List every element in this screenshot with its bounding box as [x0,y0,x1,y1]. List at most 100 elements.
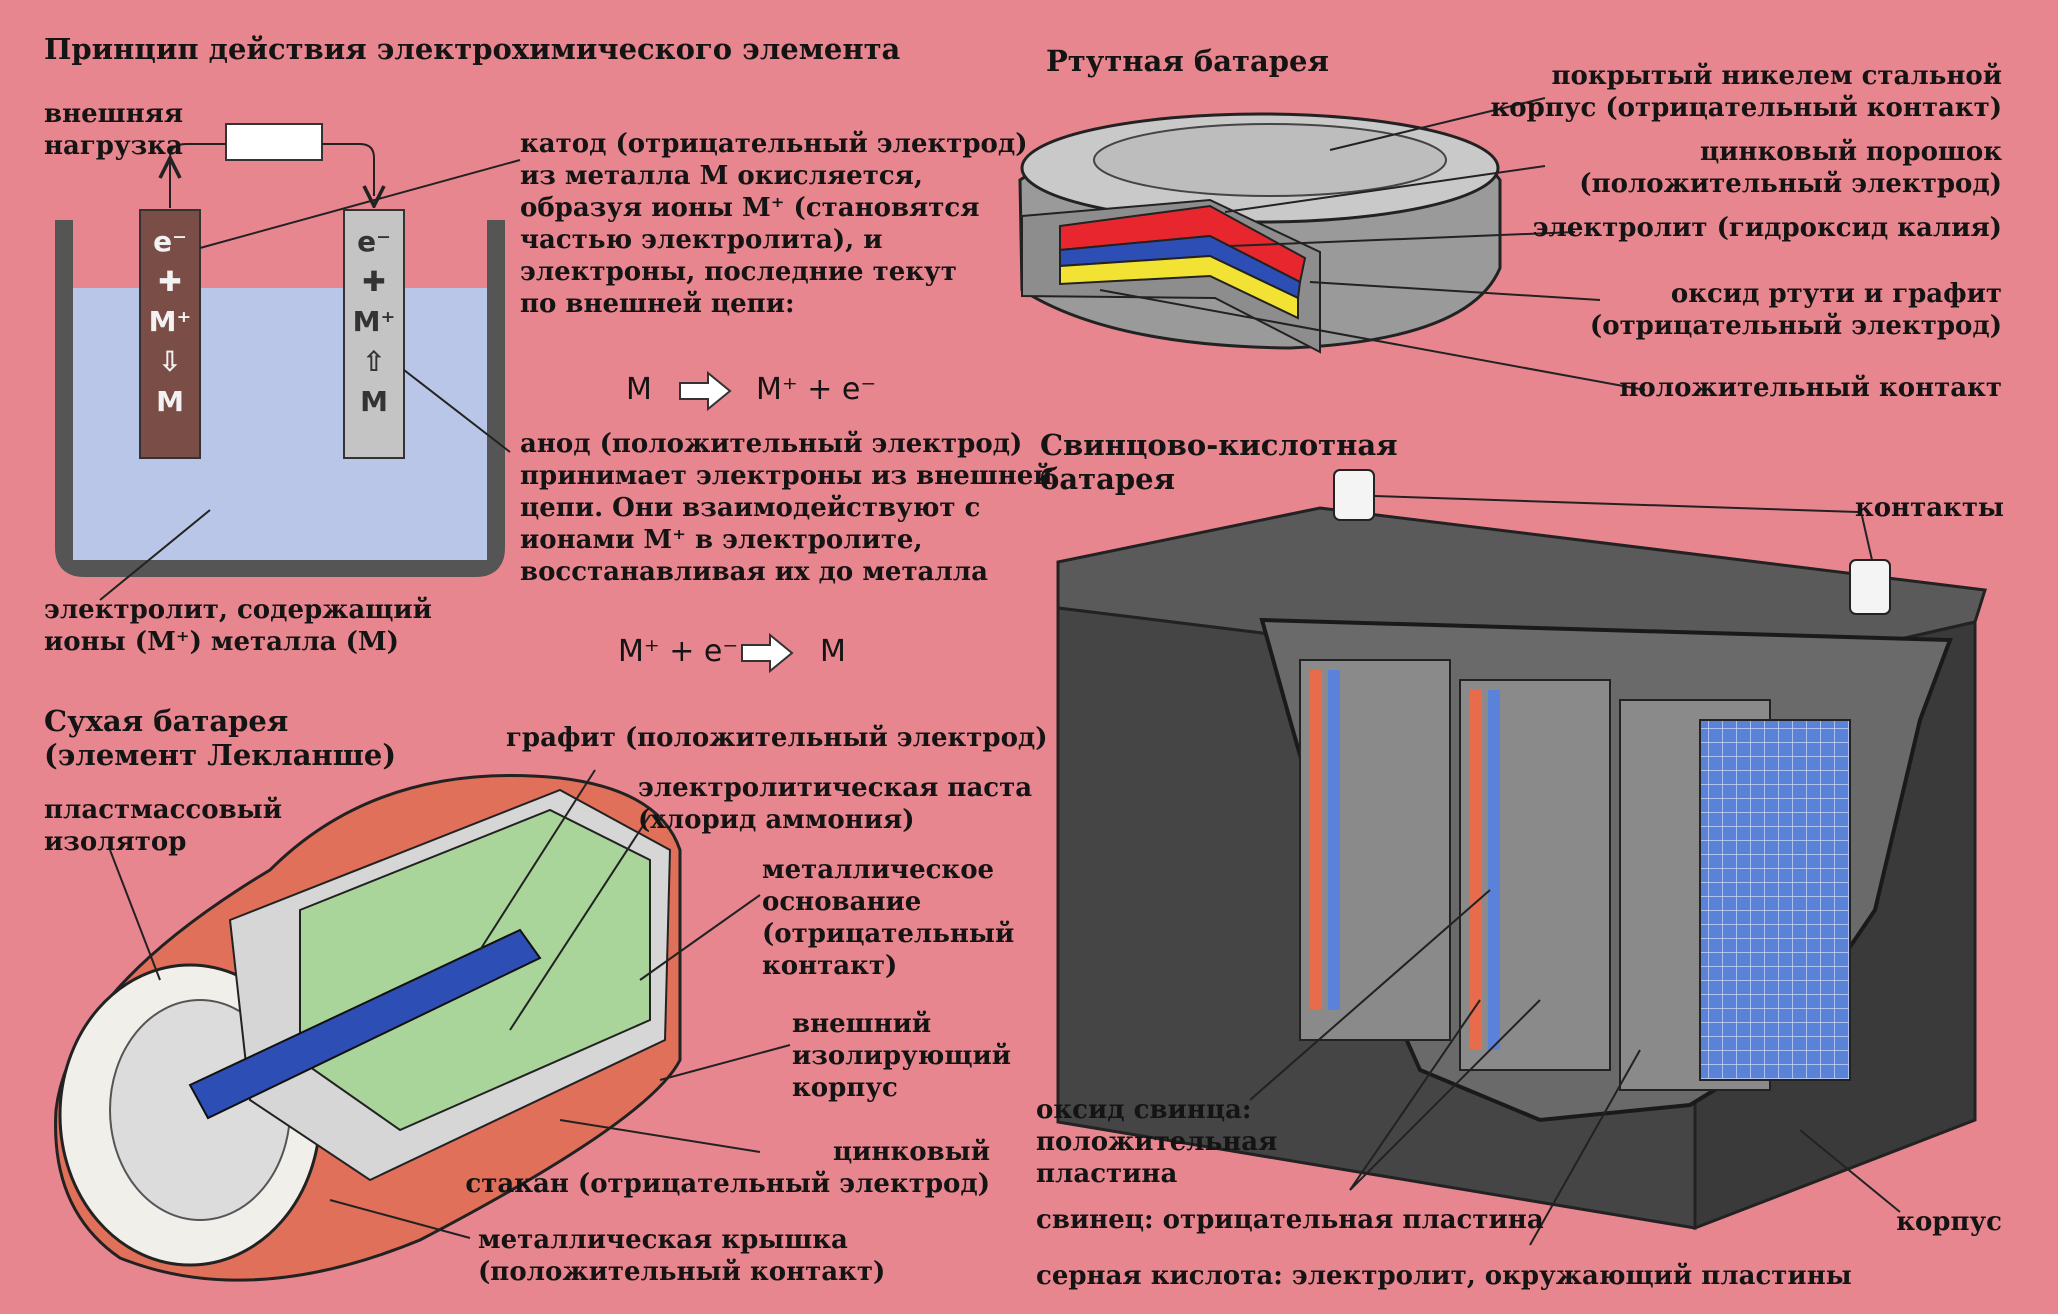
cathode-label-plus: ✚ [158,265,182,298]
dry-base-line-3: (отрицательный [762,919,1015,949]
mercury-top-inner [1093,123,1447,197]
cathode-label-ion: M⁺ [148,305,192,338]
circuit-wire-right [322,143,374,196]
load-label-line-1: внешняя [44,99,184,129]
cathode-label-arrow: ⇩ [158,345,182,378]
leader-anode [403,369,511,453]
dry-label-cap: металлическая крышка (положительный конт… [478,1224,885,1288]
external-load [225,123,323,161]
electrolyte-line-2: ионы (М⁺) металла (М) [44,627,399,657]
cathode-line-4: частью электролита), и [520,225,883,255]
electrolyte-description: электролит, содержащий ионы (М⁺) металла… [44,594,432,658]
terminal-right [1849,559,1891,615]
mercury-zinc-line-2: (положительный электрод) [1579,169,2002,199]
dry-base-line-4: контакт) [762,951,898,981]
eq2-arrow [741,632,794,674]
cathode-labels: e⁻ ✚ M⁺ ⇩ M [140,222,200,422]
dry-title-line-2: (элемент Лекланше) [44,738,397,772]
dry-outer-line-1: внешний [792,1009,932,1039]
plate-blue-1 [1328,670,1340,1010]
lead-label-oxide: оксид свинца: положительная пластина [1036,1094,1277,1190]
leader-l6 [1529,1049,1641,1246]
anode-labels: e⁻ ✚ M⁺ ⇧ M [344,222,404,422]
cathode-line-5: электроны, последние текут [520,257,957,287]
dry-title: Сухая батарея (элемент Лекланше) [44,704,396,772]
lead-label-lead-plate: свинец: отрицательная пластина [1036,1205,1544,1235]
dry-label-base: металлическое основание (отрицательный к… [762,854,1014,982]
dry-outer-line-2: изолирующий [792,1041,1012,1071]
dry-zinc-line-2: стакан (отрицательный электрод) [465,1169,990,1199]
mercury-label-oxide: оксид ртути и графит (отрицательный элек… [1590,278,2002,342]
cathode-label-metal: M [156,385,184,418]
eq1-right: M⁺ + e⁻ [756,372,877,407]
leader-m5 [1099,289,1646,391]
mercury-case-line-1: покрытый никелем стальной [1551,61,2002,91]
eq1-left: M [626,372,652,407]
electrolyte-liquid [73,288,487,560]
mercury-label-case: покрытый никелем стальной корпус (отрица… [1491,60,2002,124]
mercury-label-contact: положительный контакт [1619,373,2002,403]
lead-oxide-line-3: пластина [1036,1159,1178,1189]
lead-label-acid: серная кислота: электролит, окружающий п… [1036,1261,1852,1291]
dry-paste-line-1: электролитическая паста [638,773,1033,803]
plate-red-2 [1470,690,1482,1050]
dry-label-graphite: графит (положительный электрод) [506,723,1048,753]
leader-m4 [1309,281,1601,301]
anode-description: анод (положительный электрод) принимает … [520,428,1053,588]
lead-label-case: корпус [1896,1207,2002,1237]
anode-line-4: ионами М⁺ в электролите, [520,525,923,555]
dry-battery-drawing [54,769,791,1282]
plate-block-2 [1459,679,1611,1071]
cathode-label-electron: e⁻ [153,225,187,258]
leader-cathode [199,159,521,249]
dry-base-line-1: металлическое [762,855,995,885]
leader-l2 [1861,515,1873,561]
dry-label-paste: электролитическая паста (хлорид аммония) [638,772,1032,836]
anode-label-metal: M [360,385,388,418]
electrolyte-line-1: электролит, содержащий [44,595,432,625]
leader-m2 [1224,165,1546,213]
dry-title-line-1: Сухая батарея [44,704,289,738]
dry-insulator-line-2: изолятор [44,827,187,857]
mercury-oxide-line-1: оксид ртути и графит [1670,279,2002,309]
dry-cap-line-2: (положительный контакт) [478,1257,886,1287]
leader-d5 [559,1119,761,1153]
leader-l3 [1249,889,1491,1101]
lead-title-line-1: Свинцово-кислотная [1040,428,1398,462]
plate-red-1 [1310,670,1322,1010]
terminal-left [1333,469,1375,521]
eq2-left: M⁺ + e⁻ [618,634,739,669]
cathode-line-2: из металла М окисляется, [520,161,923,191]
leader-electrolyte [99,509,211,601]
mercury-oxide-line-2: (отрицательный электрод) [1589,311,2002,341]
lead-acid-battery-drawing [1056,469,1987,1246]
anode-label-ion: M⁺ [352,305,396,338]
anode-line-2: принимает электроны из внешней [520,461,1053,491]
load-label-line-2: нагрузка [44,131,183,161]
dry-label-zinc: цинковый стакан (отрицательный электрод) [465,1136,990,1200]
mercury-label-zinc: цинковый порошок (положительный электрод… [1579,136,2002,200]
leader-d1 [479,769,596,951]
dry-graphite-rod [188,928,542,1120]
load-label: внешняя нагрузка [44,98,183,162]
principle-title: Принцип действия электрохимического элем… [44,32,901,66]
lead-oxide-line-1: оксид свинца: [1036,1095,1252,1125]
leader-l1 [1373,495,1859,513]
leader-l5 [1349,999,1541,1191]
eq1-arrow [679,370,732,412]
cathode-electrode [139,209,201,459]
anode-label-plus: ✚ [362,265,386,298]
mercury-battery-drawing [1018,97,1646,391]
cathode-line-3: образуя ионы М⁺ (становятся [520,193,980,223]
lead-title: Свинцово-кислотная батарея [1040,428,1398,496]
dry-cap-line-1: металлическая крышка [478,1225,848,1255]
leader-m3 [1229,231,1576,247]
dry-label-outer: внешний изолирующий корпус [792,1008,1011,1104]
leader-d7 [109,849,161,981]
dry-insulator-line-1: пластмассовый [44,795,282,825]
plate-grid [1699,719,1851,1081]
dry-outer-line-3: корпус [792,1073,898,1103]
leader-d2 [509,814,651,1031]
mercury-case-line-2: корпус (отрицательный контакт) [1490,93,2002,123]
dry-paste-line-2: (хлорид аммония) [638,805,915,835]
